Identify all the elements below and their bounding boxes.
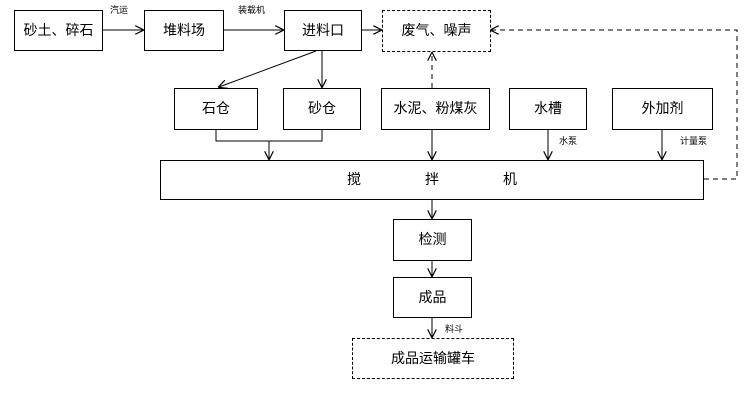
label-hopper: 料斗 (445, 325, 464, 335)
mixer-label: 搅拌机 (347, 173, 517, 187)
node-cement-flyash: 水泥、粉煤灰 (381, 88, 490, 130)
node-additive: 外加剂 (612, 88, 713, 130)
node-transport-truck: 成品运输罐车 (352, 338, 514, 379)
node-waste-noise: 废气、噪声 (382, 10, 491, 52)
label-loader: 装载机 (238, 6, 266, 16)
node-feed-inlet: 进料口 (284, 10, 362, 51)
label-truck: 汽运 (110, 6, 129, 16)
mixer-char-1: 搅 (347, 172, 361, 188)
node-product: 成品 (393, 277, 472, 318)
node-stone-bin: 石仓 (174, 88, 258, 130)
node-water-tank: 水槽 (509, 88, 587, 130)
node-inspection: 检测 (393, 219, 472, 261)
label-water-pump: 水泵 (559, 137, 578, 147)
edge-bins-merge (215, 130, 323, 142)
node-sand-bin: 砂仓 (283, 88, 361, 130)
node-sand-stone: 砂土、碎石 (14, 10, 103, 51)
mixer-char-3: 机 (503, 172, 517, 188)
edge-inlet-to-stone-bin (219, 50, 317, 87)
label-metering-pump: 计量泵 (680, 137, 708, 147)
node-stockyard: 堆料场 (144, 10, 224, 51)
mixer-char-2: 拌 (425, 172, 439, 188)
node-mixer: 搅拌机 (160, 160, 704, 200)
